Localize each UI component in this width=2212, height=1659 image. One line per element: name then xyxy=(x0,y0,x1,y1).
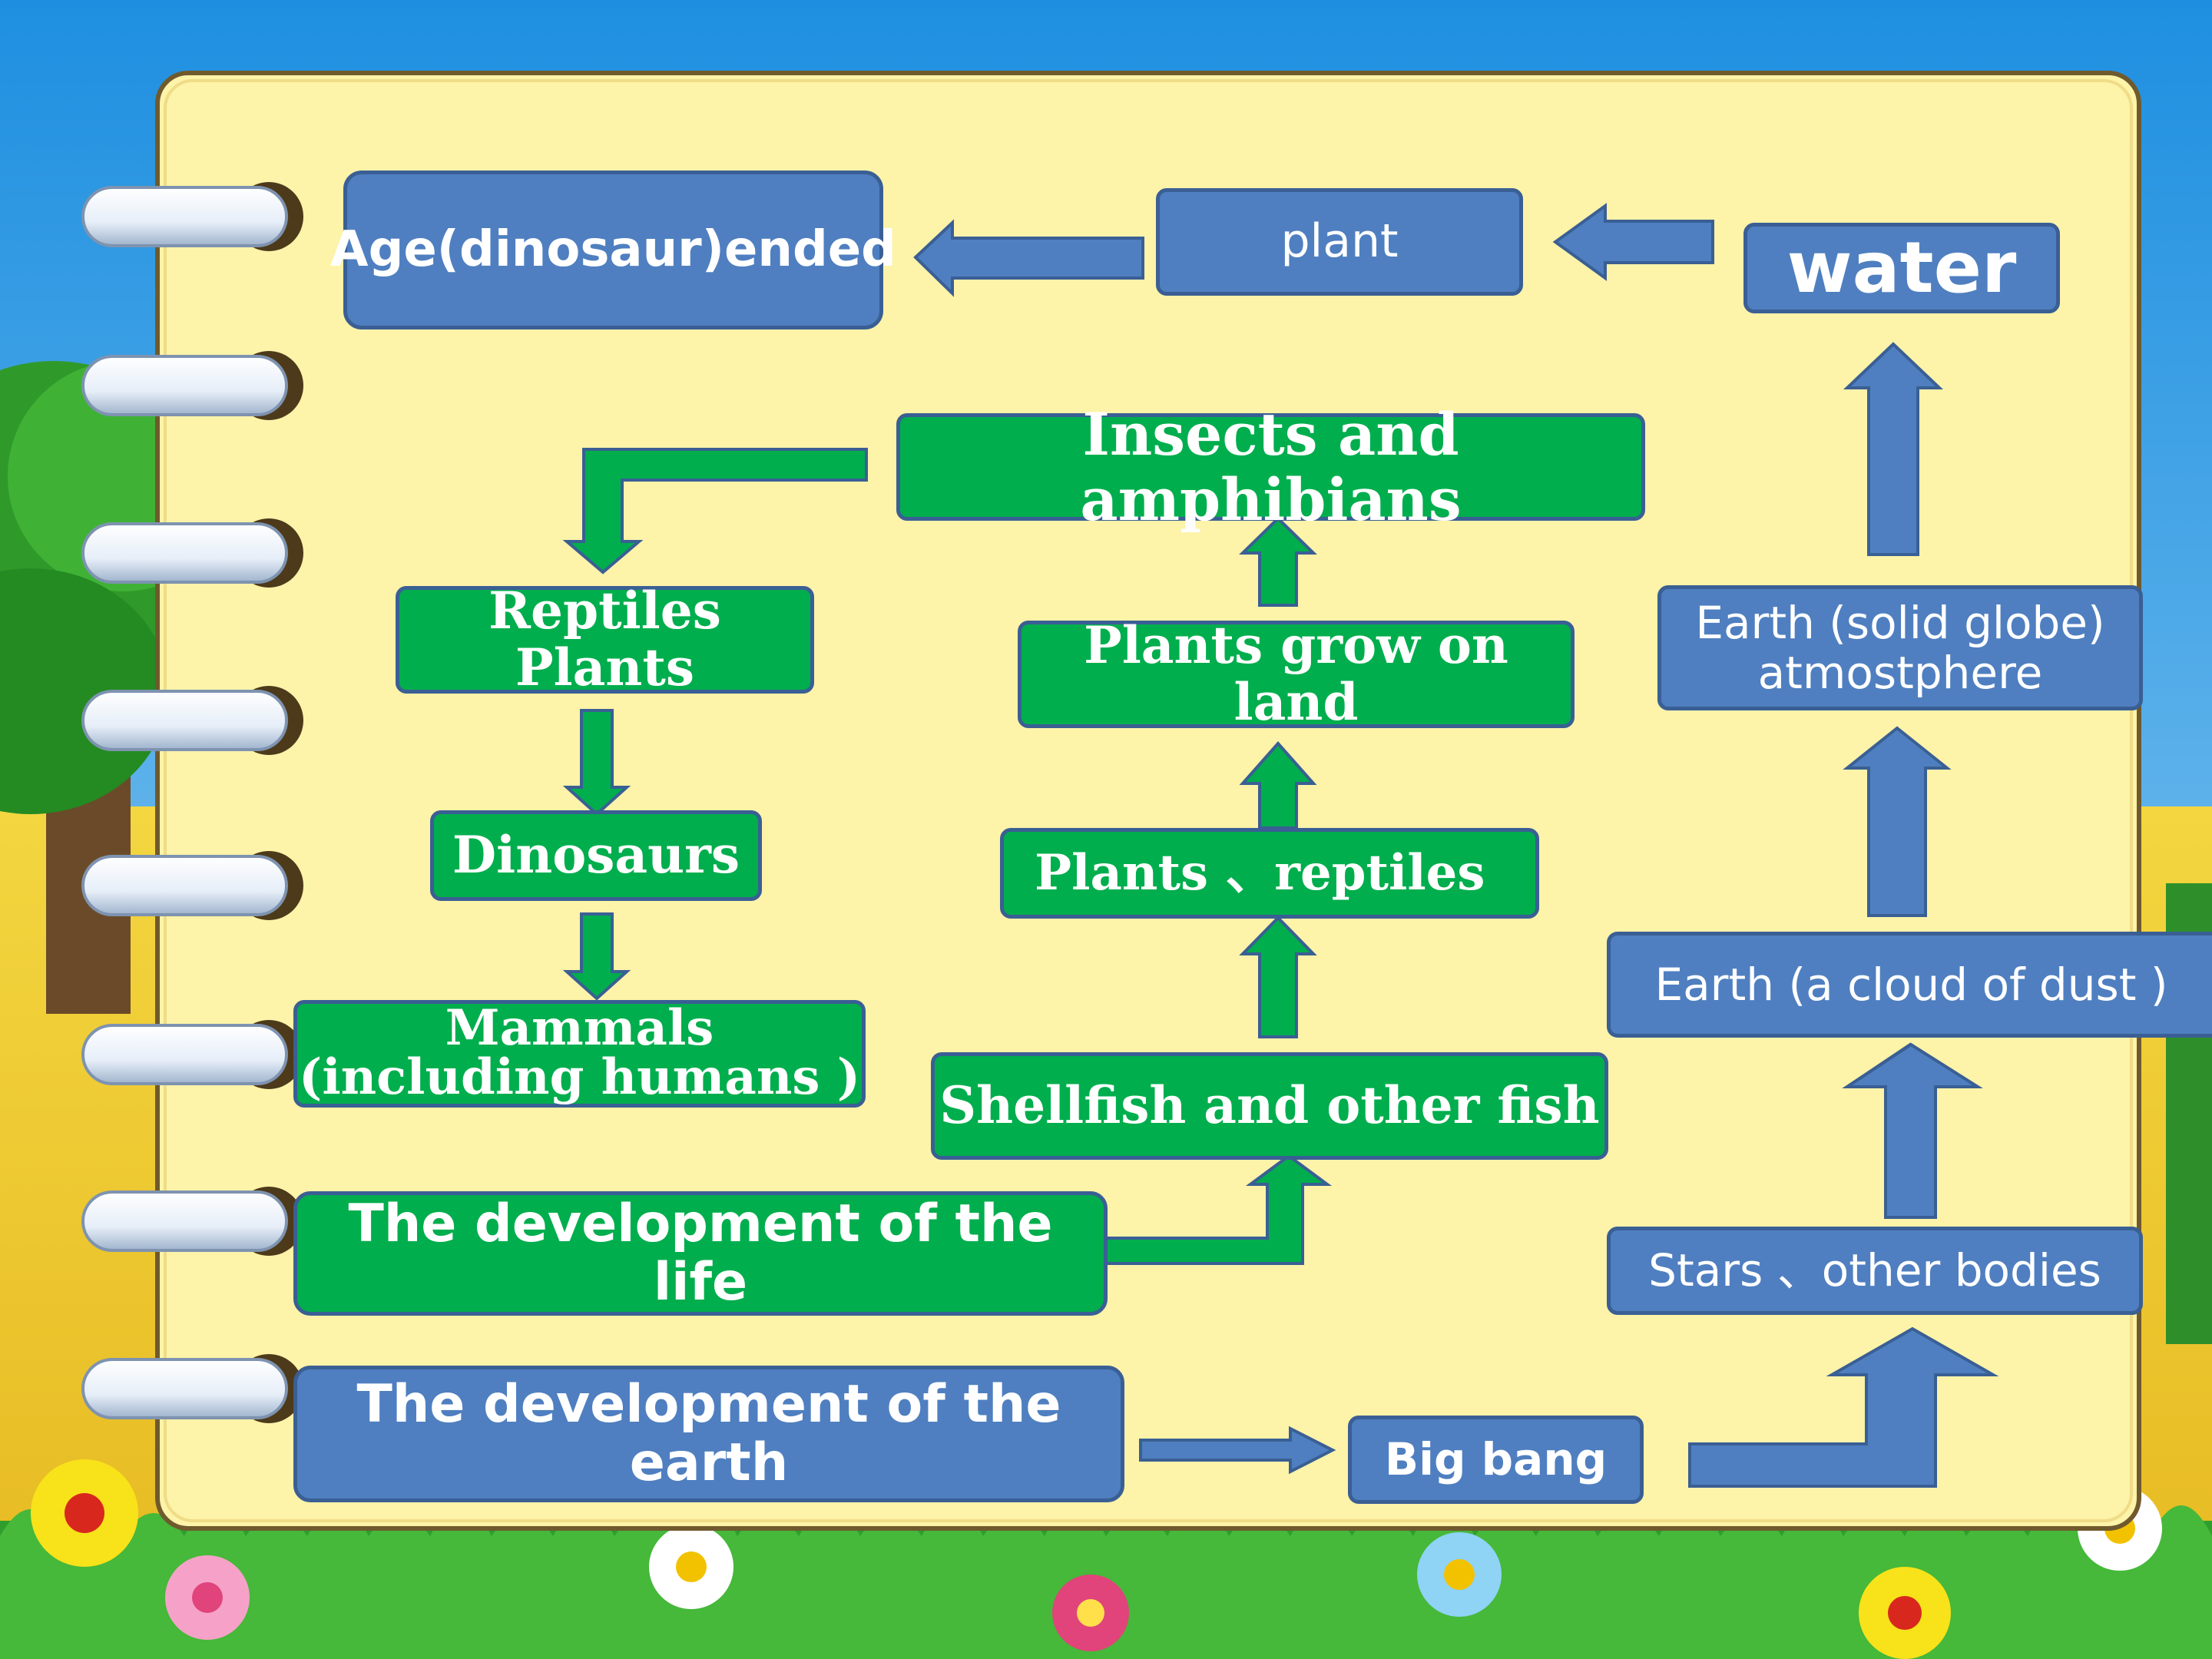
arrow-dust-to-globe xyxy=(1843,726,1952,917)
arrow-land-to-insects xyxy=(1239,516,1317,607)
mammals-box: Mammals (including humans ) xyxy=(293,1000,866,1108)
arrow-plantsrep-to-land xyxy=(1239,740,1317,830)
big-bang-box: Big bang xyxy=(1348,1416,1644,1504)
flower-decoration xyxy=(31,1459,2162,1659)
earth-solid-globe-box: Earth (solid globe) atmostphere xyxy=(1657,585,2143,710)
spiral-rings xyxy=(81,182,303,1423)
arrow-globe-to-water xyxy=(1843,342,1944,556)
insects-amphibians-box: Insects and amphibians xyxy=(896,402,1645,532)
reptiles-plants-box: Reptiles Plants xyxy=(396,582,814,696)
earth-dust-cloud-box: Earth (a cloud of dust ) xyxy=(1607,932,2212,1038)
shellfish-box: Shellfish and other fish xyxy=(931,1052,1608,1160)
plant-box: plant xyxy=(1156,188,1523,296)
arrow-plant-to-age xyxy=(913,219,1144,297)
arrow-dinosaurs-to-mammals xyxy=(562,912,631,1001)
arrow-bigbang-to-stars xyxy=(1688,1326,1999,1488)
arrow-life-to-shellfish xyxy=(1104,1154,1333,1265)
plants-reptiles-box: Plants 、reptiles xyxy=(1000,828,1539,919)
arrow-insects-to-reptiles xyxy=(562,448,868,575)
earth-development-box: The development of the earth xyxy=(293,1366,1124,1502)
dinosaurs-box: Dinosaurs xyxy=(430,810,762,901)
arrow-shellfish-to-plantsrep xyxy=(1239,916,1317,1038)
plants-grow-land-box: Plants grow on land xyxy=(1018,617,1575,730)
arrow-reptiles-to-dinosaurs xyxy=(562,709,631,816)
arrow-earth-to-bigbang xyxy=(1139,1426,1336,1475)
life-development-box: The development of the life xyxy=(293,1191,1108,1316)
water-box: water xyxy=(1743,223,2060,313)
arrow-water-to-plant xyxy=(1552,203,1714,281)
stars-bodies-box: Stars 、other bodies xyxy=(1607,1227,2143,1315)
age-dinosaur-ended-box: Age(dinosaur)ended xyxy=(330,171,896,329)
